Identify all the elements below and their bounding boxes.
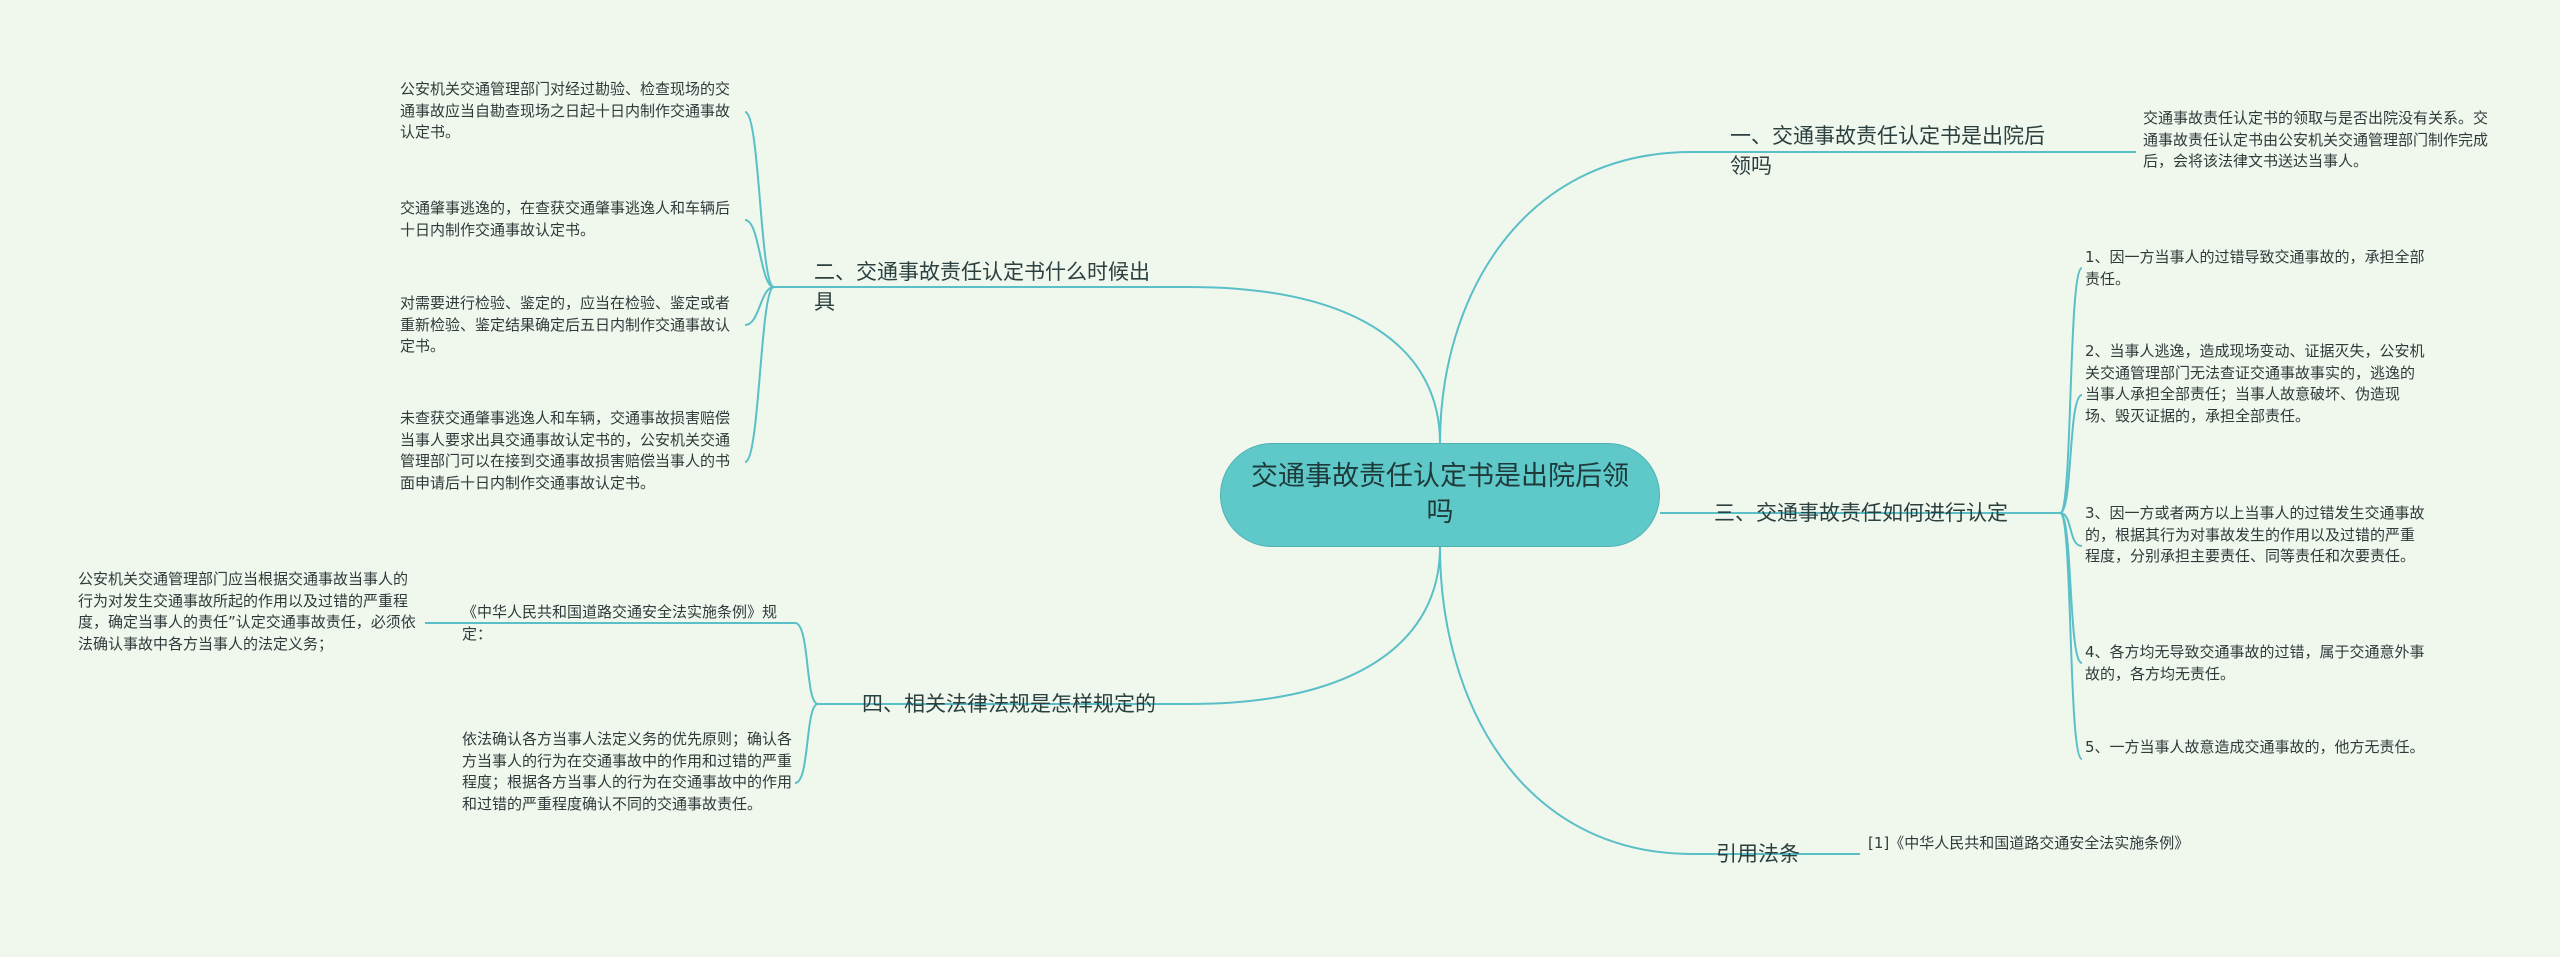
root-label: 交通事故责任认定书是出院后领吗 [1251, 461, 1629, 528]
edge-b2-c4 [744, 286, 775, 463]
edge-root-b2 [1187, 286, 1441, 444]
edge-root-b1 [1439, 151, 1693, 444]
leaf-b2-1: 公安机关交通管理部门对经过勘验、检查现场的交通事故应当自勘查现场之日起十日内制作… [400, 80, 731, 141]
leaf-b3-1: 1、因一方当事人的过错导致交通事故的，承担全部责任。 [2085, 248, 2425, 288]
leaf-b5-1: [1]《中华人民共和国道路交通安全法实施条例》 [1868, 834, 2190, 852]
branch-node-b4[interactable]: 四、相关法律法规是怎样规定的 [862, 689, 1182, 719]
edge-b2-c2 [744, 219, 775, 288]
branch-node-b2[interactable]: 二、交通事故责任认定书什么时候出具 [814, 257, 1154, 317]
leaf-b1-1: 交通事故责任认定书的领取与是否出院没有关系。交通事故责任认定书由公安机关交通管理… [2143, 109, 2489, 170]
edge-b3-c2 [2059, 394, 2083, 514]
edge-b4-c1 [794, 622, 819, 705]
edge-b2-c3 [744, 286, 775, 326]
leaf-b4-1: 《中华人民共和国道路交通安全法实施条例》规定： [462, 603, 778, 643]
leaf-b4-2: 依法确认各方当事人法定义务的优先原则；确认各方当事人的行为在交通事故中的作用和过… [462, 730, 793, 813]
branch-node-b1[interactable]: 一、交通事故责任认定书是出院后领吗 [1730, 121, 2060, 181]
leaf-b3-5: 5、一方当事人故意造成交通事故的，他方无责任。 [2085, 738, 2425, 756]
branch-node-b3[interactable]: 三、交通事故责任如何进行认定 [1714, 498, 2034, 528]
leaf-b4-grandchild: 公安机关交通管理部门应当根据交通事故当事人的行为对发生交通事故所起的作用以及过错… [78, 570, 416, 653]
branch-label: 二、交通事故责任认定书什么时候出具 [814, 260, 1150, 314]
branch-label: 四、相关法律法规是怎样规定的 [862, 692, 1156, 716]
edge-b2-c1 [744, 111, 775, 288]
leaf-b2-2: 交通肇事逃逸的，在查获交通肇事逃逸人和车辆后十日内制作交通事故认定书。 [400, 199, 731, 239]
branch-node-b5[interactable]: 引用法条 [1716, 839, 1836, 869]
leaf-b3-2: 2、当事人逃逸，造成现场变动、证据灭失，公安机关交通管理部门无法查证交通事故事实… [2085, 342, 2425, 425]
root-node[interactable]: 交通事故责任认定书是出院后领吗 [1220, 443, 1660, 547]
branch-label: 引用法条 [1716, 842, 1800, 866]
edge-b3-c1 [2059, 267, 2083, 514]
branch-label: 一、交通事故责任认定书是出院后领吗 [1730, 124, 2045, 178]
edge-root-b5 [1439, 546, 1693, 855]
branch-label: 三、交通事故责任如何进行认定 [1714, 501, 2008, 525]
leaf-b2-4: 未查获交通肇事逃逸人和车辆，交通事故损害赔偿当事人要求出具交通事故认定书的，公安… [400, 409, 731, 492]
leaf-b3-3: 3、因一方或者两方以上当事人的过错发生交通事故的，根据其行为对事故发生的作用以及… [2085, 504, 2425, 565]
leaf-b3-4: 4、各方均无导致交通事故的过错，属于交通意外事故的，各方均无责任。 [2085, 643, 2425, 683]
leaf-b2-3: 对需要进行检验、鉴定的，应当在检验、鉴定或者重新检验、鉴定结果确定后五日内制作交… [400, 294, 731, 355]
edge-root-b4 [1187, 546, 1441, 705]
edge-b4-c2 [794, 703, 819, 784]
edge-b3-c5 [2059, 512, 2083, 760]
